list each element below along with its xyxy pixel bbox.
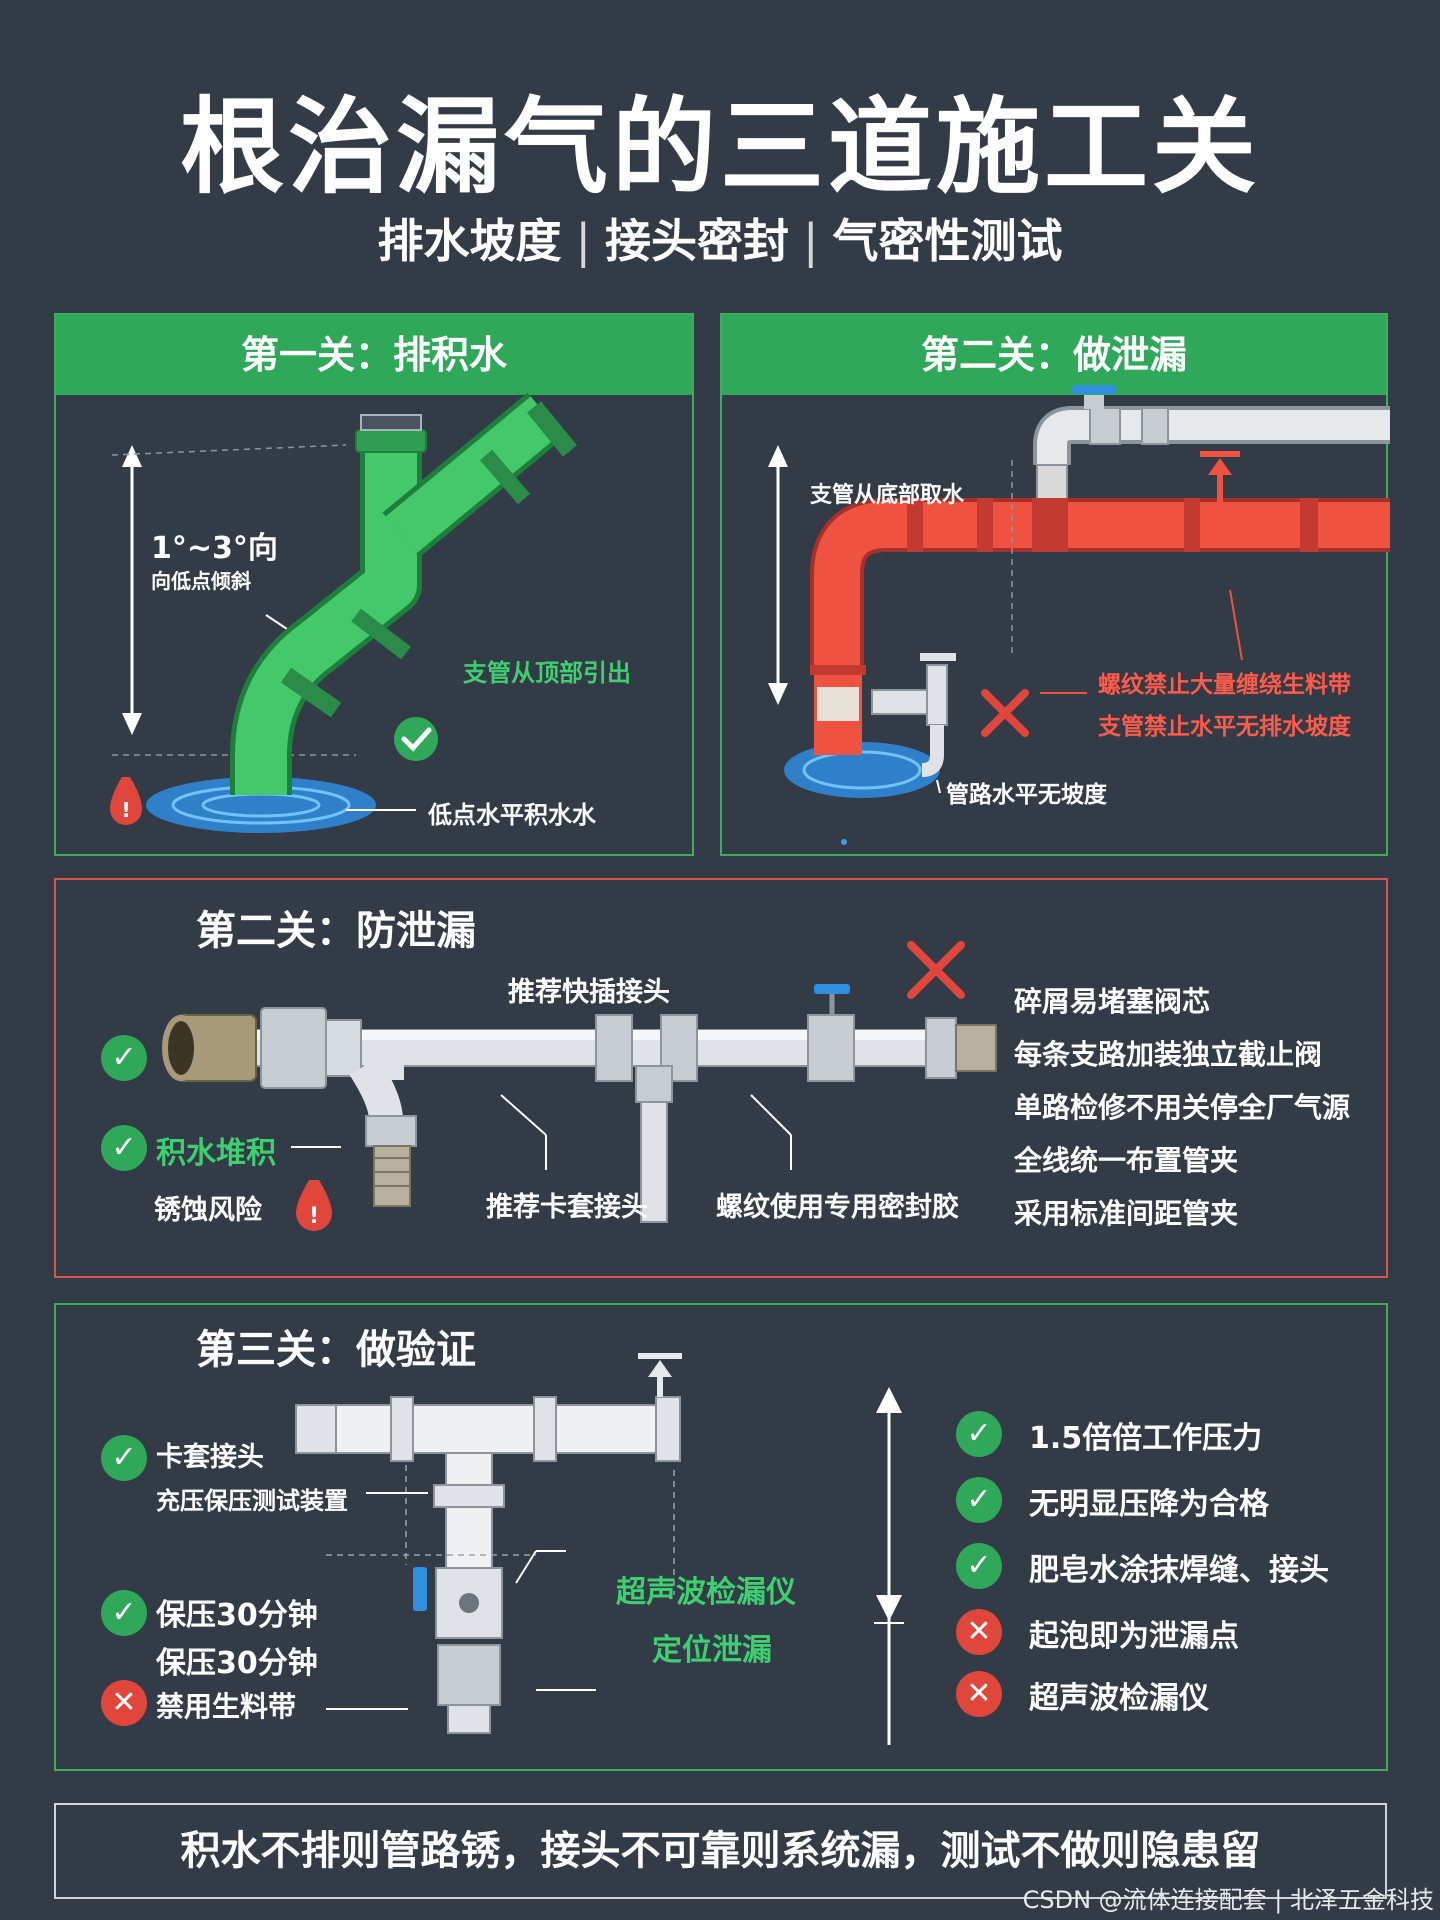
cross-icon: ✕ xyxy=(956,1671,1002,1717)
page-title: 根治漏气的三道施工关 xyxy=(179,86,1260,208)
check-icon: ✓ xyxy=(101,1590,147,1636)
list-item: 全线统一布置管夹 xyxy=(1014,1144,1239,1177)
no-slope-label: 管路水平无坡度 xyxy=(946,782,1107,808)
water-accum-label: 低点水平积水水 xyxy=(428,801,596,829)
ferrule-label: 卡套接头 xyxy=(156,1442,264,1473)
warning-no-slope: 支管禁止水平无排水坡度 xyxy=(1098,714,1351,740)
branch-bottom-label: 支管从底部取水 xyxy=(810,483,965,508)
svg-text:!: ! xyxy=(309,1204,319,1229)
subtitle-test: 气密性测试 xyxy=(832,214,1063,268)
check-list-item: 超声波检漏仪 xyxy=(1029,1681,1209,1716)
subtitle-separator: | xyxy=(803,214,819,268)
check-list-item: 1.5倍倍工作压力 xyxy=(1029,1421,1263,1456)
panel-heading: 第二关：做泄漏 xyxy=(722,315,1386,395)
hold-pressure-label: 保压30分钟 xyxy=(156,1598,318,1633)
hold-pressure-label: 保压30分钟 xyxy=(156,1646,318,1681)
cross-icon xyxy=(907,941,965,999)
subtitle-drainage: 排水坡度 xyxy=(377,214,562,268)
test-rig-illustration xyxy=(295,1353,904,1745)
panel-drain-water: 第一关：排积水 ! 1°~3°向 向低点倾斜 支管从顶部引出 低点水平积水 xyxy=(54,313,694,856)
ferrule-label: 推荐卡套接头 xyxy=(486,1192,648,1223)
water-drop-icon xyxy=(110,777,142,825)
check-icon: ✓ xyxy=(101,1125,147,1171)
green-pipe-illustration: ! xyxy=(110,392,577,833)
quick-connector-label: 推荐快插接头 xyxy=(508,977,670,1008)
panel-heading: 第一关：排积水 xyxy=(56,315,692,395)
list-item: 碎屑易堵塞阀芯 xyxy=(1014,985,1211,1018)
list-item: 每条支路加装独立截止阀 xyxy=(1014,1038,1323,1071)
sealant-label: 螺纹使用专用密封胶 xyxy=(716,1192,959,1223)
steel-pipe-illustration: ! xyxy=(162,941,997,1231)
warning-drop-icon xyxy=(296,1180,332,1231)
check-list-item: 无明显压降为合格 xyxy=(1029,1487,1269,1522)
check-list-item: 起泡即为泄漏点 xyxy=(1029,1619,1239,1654)
check-icon: ✓ xyxy=(956,1477,1002,1523)
watermark: CSDN @流体连接配套 | 北泽五金科技 xyxy=(1022,1886,1434,1914)
check-icon: ✓ xyxy=(101,1035,147,1081)
page-subtitle: 排水坡度|接头密封|气密性测试 xyxy=(0,205,1440,271)
subtitle-separator: | xyxy=(575,214,592,268)
panel-heading: 第二关：防泄漏 xyxy=(196,908,476,954)
branch-top-label: 支管从顶部引出 xyxy=(463,659,631,687)
cross-icon xyxy=(981,689,1029,737)
check-icon: ✓ xyxy=(956,1543,1002,1589)
test-device-label: 充压保压测试装置 xyxy=(156,1487,348,1515)
list-item: 单路检修不用关停全厂气源 xyxy=(1014,1091,1351,1124)
cross-icon: ✕ xyxy=(956,1609,1002,1655)
list-item: 采用标准间距管夹 xyxy=(1014,1197,1239,1230)
panel-heading: 第三关：做验证 xyxy=(196,1327,476,1373)
water-accum-label: 积水堆积 xyxy=(156,1136,276,1171)
ban-tape-label: 禁用生料带 xyxy=(156,1690,297,1723)
rust-risk-label: 锈蚀风险 xyxy=(154,1195,262,1226)
subtitle-sealing: 接头密封 xyxy=(605,214,789,268)
svg-text:!: ! xyxy=(121,798,130,822)
panel-leak-prevention: 第二关：防泄漏 推荐快插接头 xyxy=(54,878,1388,1278)
check-icon: ✓ xyxy=(956,1411,1002,1457)
cross-icon: ✕ xyxy=(101,1680,147,1726)
red-pipe-illustration xyxy=(768,385,1390,845)
check-icon: ✓ xyxy=(101,1435,147,1481)
slope-sublabel: 向低点倾斜 xyxy=(151,569,251,593)
check-list-item: 肥皂水涂抹焊缝、接头 xyxy=(1029,1553,1329,1588)
locate-leak-label: 定位泄漏 xyxy=(652,1633,772,1668)
check-icon xyxy=(394,717,438,761)
panel-leak-do: 第二关：做泄漏 xyxy=(720,313,1390,856)
ultrasonic-label: 超声波检漏仪 xyxy=(616,1575,796,1610)
panel-verification: 第三关：做验证 ✓ 卡套接头 充压保 xyxy=(54,1303,1388,1771)
warning-thread-tape: 螺纹禁止大量缠绕生料带 xyxy=(1098,672,1351,698)
footer-slogan: 积水不排则管路锈，接头不可靠则系统漏，测试不做则隐患留 xyxy=(54,1803,1387,1899)
slope-label: 1°~3°向 xyxy=(151,531,278,566)
